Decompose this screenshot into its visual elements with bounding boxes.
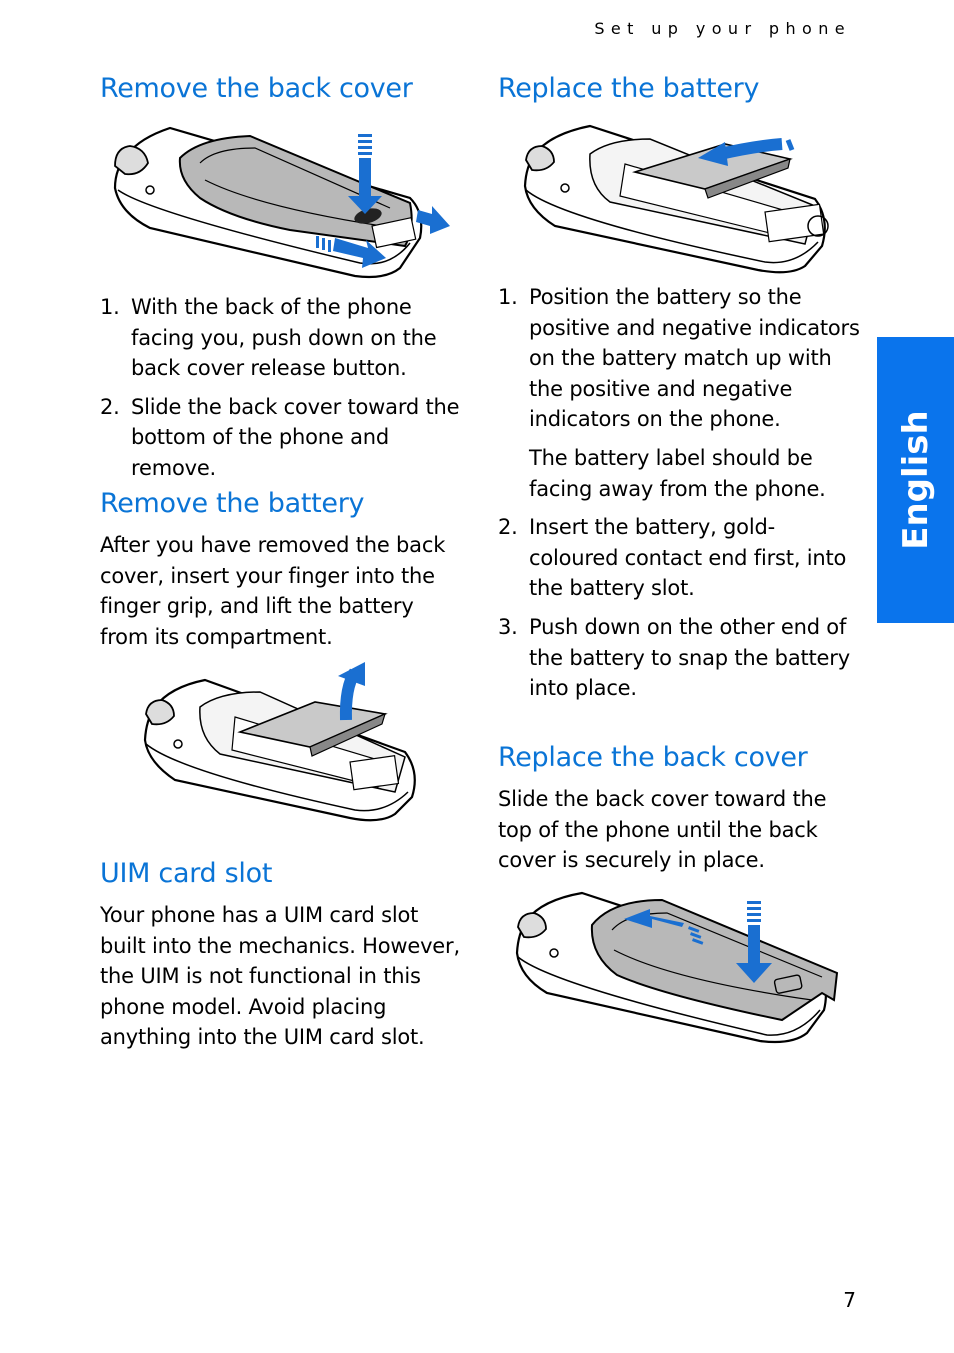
step-number: 2.: [100, 394, 120, 419]
list-item: 1. Position the battery so the positive …: [498, 282, 860, 504]
list-item: 1. With the back of the phone facing you…: [100, 292, 462, 384]
list-item: 3. Push down on the other end of the bat…: [498, 612, 860, 704]
step-text: Slide the back cover toward the bottom o…: [131, 394, 460, 480]
section-replace-back-cover: Replace the back cover Slide the back co…: [498, 742, 860, 876]
battery-label-note: The battery label should be facing away …: [529, 445, 826, 501]
list-item: 2. Insert the battery, gold-coloured con…: [498, 512, 860, 604]
illustration-replace-back-cover: [515, 891, 839, 1044]
heading-remove-back-cover: Remove the back cover: [100, 73, 413, 104]
language-tab-label: English: [895, 410, 936, 550]
section-uim-card-slot: UIM card slot Your phone has a UIM card …: [100, 858, 462, 1053]
step-text: Insert the battery, gold-coloured contac…: [529, 515, 847, 601]
section-remove-battery: Remove the battery After you have remove…: [100, 488, 462, 652]
heading-uim-card-slot: UIM card slot: [100, 858, 273, 889]
step-text: Push down on the other end of the batter…: [529, 614, 850, 701]
heading-remove-battery: Remove the battery: [100, 488, 365, 519]
body-replace-back-cover: Slide the back cover toward the top of t…: [498, 787, 827, 873]
step-text: Position the battery so the positive and…: [529, 285, 860, 432]
step-number: 3.: [498, 614, 518, 639]
section-replace-battery: Replace the battery: [498, 73, 860, 105]
language-tab: English: [877, 337, 954, 623]
step-number: 1.: [100, 295, 120, 319]
steps-remove-back-cover: 1. With the back of the phone facing you…: [100, 292, 462, 492]
page-number: 7: [843, 1288, 856, 1312]
illustration-replace-battery: [523, 124, 829, 274]
heading-replace-back-cover: Replace the back cover: [498, 742, 808, 773]
running-head: Set up your phone: [594, 19, 851, 38]
list-item: 2. Slide the back cover toward the botto…: [100, 392, 462, 484]
step-text: With the back of the phone facing you, p…: [131, 295, 437, 381]
illustration-remove-battery: [143, 662, 416, 822]
body-remove-battery: After you have removed the back cover, i…: [100, 533, 446, 649]
step-number: 1.: [498, 285, 518, 309]
illustration-remove-back-cover: [113, 126, 450, 279]
body-uim-card-slot: Your phone has a UIM card slot built int…: [100, 903, 460, 1050]
step-number: 2.: [498, 515, 518, 540]
heading-replace-battery: Replace the battery: [498, 73, 760, 104]
steps-replace-battery: 1. Position the battery so the positive …: [498, 282, 860, 712]
section-remove-back-cover: Remove the back cover: [100, 73, 462, 105]
